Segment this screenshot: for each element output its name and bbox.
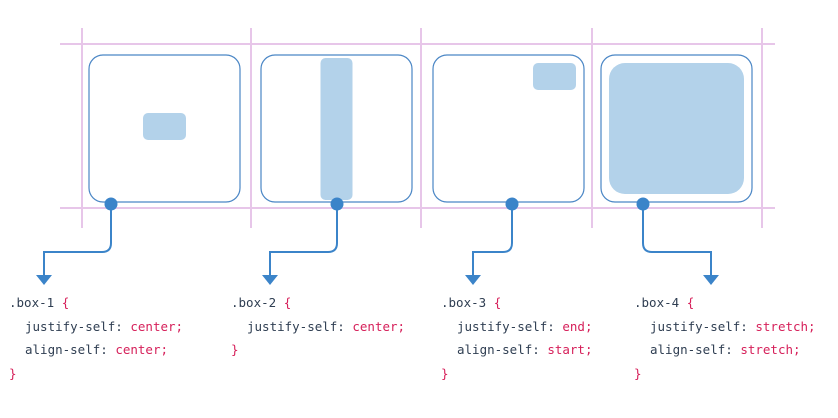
css-value: stretch; [740, 342, 801, 357]
space [276, 295, 284, 310]
connectors [36, 197, 719, 285]
connector-arrowhead-1 [36, 275, 52, 285]
code-block-4: .box-4 {justify-self: stretch;align-self… [634, 291, 816, 385]
css-property: align-self: [457, 342, 540, 357]
space [486, 295, 494, 310]
connector-line-3 [472, 204, 513, 277]
css-value: center; [115, 342, 169, 357]
code-block-1: .box-1 {justify-self: center;align-self:… [9, 291, 183, 385]
css-property: justify-self: [25, 318, 123, 334]
connector-line-2 [269, 204, 338, 277]
css-selector: .box-3 [441, 295, 487, 310]
brace-open: { [493, 295, 502, 310]
css-declaration: justify-self: end; [441, 315, 592, 339]
grid-cells [88, 54, 753, 203]
css-value: end; [562, 318, 593, 334]
connector-dot-3 [505, 197, 519, 211]
brace-close: } [634, 365, 642, 381]
css-declaration: align-self: start; [441, 338, 592, 362]
css-value: stretch; [755, 318, 816, 334]
brace-open: { [283, 295, 292, 310]
css-selector: .box-1 [9, 295, 55, 310]
css-selector: .box-2 [231, 295, 277, 310]
code-selector-line: .box-1 { [9, 291, 183, 315]
connector-dot-4 [636, 197, 650, 211]
css-property: align-self: [25, 342, 108, 357]
connector-line-1 [43, 204, 112, 277]
space [54, 295, 62, 310]
css-property: align-self: [650, 342, 733, 357]
connector-arrowhead-2 [262, 275, 278, 285]
css-value: center; [352, 318, 406, 334]
css-declaration: justify-self: stretch; [634, 315, 816, 339]
code-block-2: .box-2 {justify-self: center;} [231, 291, 405, 362]
css-property: justify-self: [650, 318, 748, 334]
css-property: justify-self: [457, 318, 555, 334]
brace-close: } [231, 342, 239, 357]
brace-close: } [9, 365, 17, 381]
grid-item-4 [609, 63, 744, 194]
grid-lines [60, 28, 775, 228]
grid-item-1 [143, 113, 186, 140]
css-property: justify-self: [247, 318, 345, 334]
css-declaration: align-self: center; [9, 338, 183, 362]
css-declaration: align-self: stretch; [634, 338, 816, 362]
connector-line-4 [642, 204, 712, 277]
connector-arrowhead-4 [703, 275, 719, 285]
connector-dot-2 [330, 197, 344, 211]
css-declaration: justify-self: center; [9, 315, 183, 339]
css-value: center; [130, 318, 184, 334]
css-value: start; [547, 342, 593, 357]
brace-open: { [61, 295, 70, 310]
connector-dot-1 [104, 197, 118, 211]
css-declaration: justify-self: center; [231, 315, 405, 339]
code-selector-line: .box-4 { [634, 291, 816, 315]
code-selector-line: .box-2 { [231, 291, 405, 315]
brace-open: { [686, 295, 695, 310]
brace-close: } [441, 365, 449, 381]
space [679, 295, 687, 310]
code-selector-line: .box-3 { [441, 291, 592, 315]
connector-arrowhead-3 [465, 275, 481, 285]
css-selector: .box-4 [634, 295, 680, 310]
grid-item-3 [533, 63, 576, 90]
code-block-3: .box-3 {justify-self: end;align-self: st… [441, 291, 592, 385]
grid-item-2 [320, 58, 353, 200]
